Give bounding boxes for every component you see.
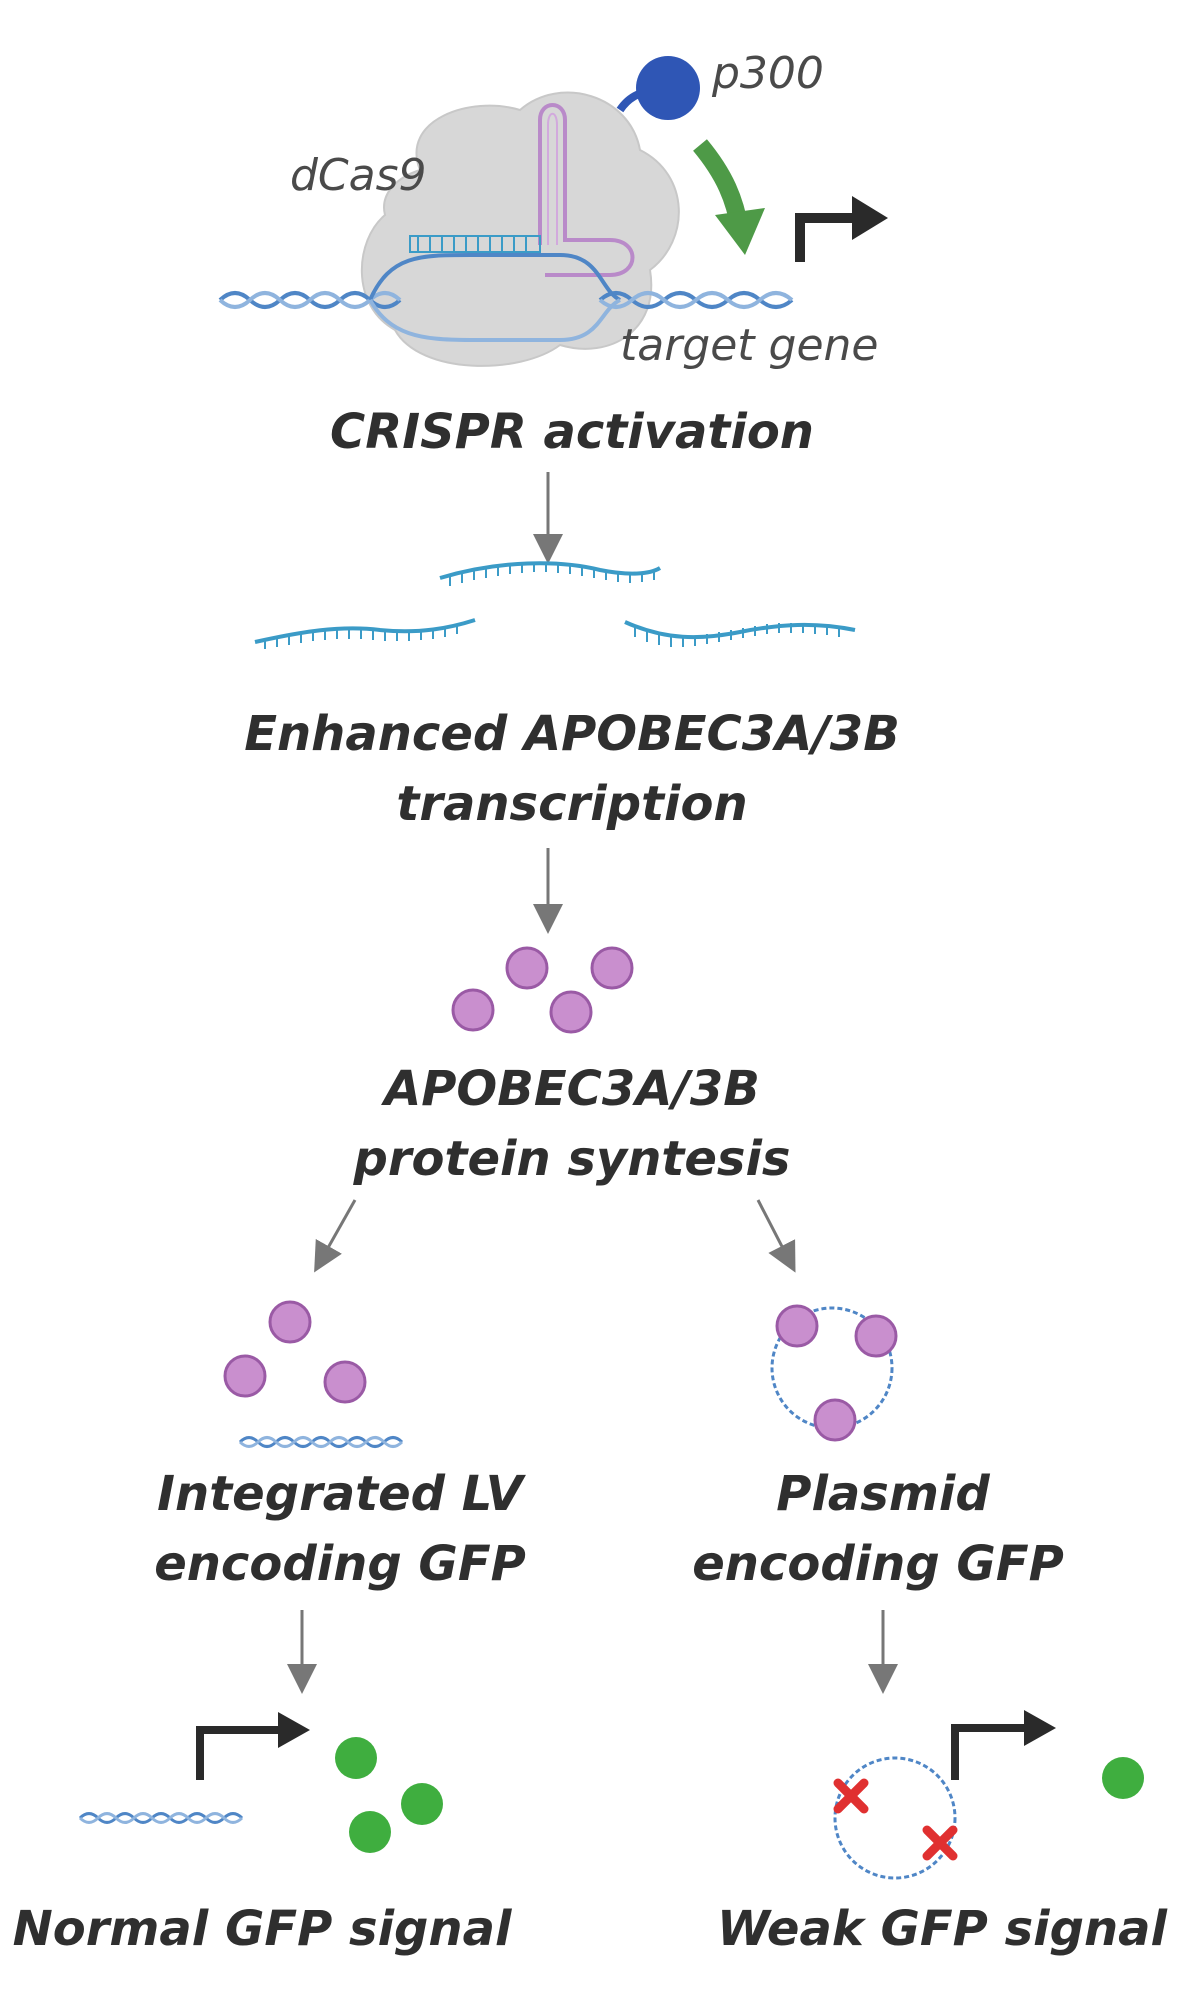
guide-rna-hairpin bbox=[538, 103, 635, 277]
mutation-mark-icon bbox=[833, 1778, 869, 1814]
promoter-arrow-right-icon bbox=[951, 1710, 1056, 1780]
target-gene-label: target gene bbox=[620, 320, 879, 371]
apobec-near-integrated-dna bbox=[223, 1300, 367, 1404]
flow-arrow-right-branch bbox=[756, 1199, 796, 1273]
gfp-proteins-normal bbox=[335, 1737, 443, 1853]
integrated-dna-strand bbox=[238, 1436, 404, 1448]
dcas9-protein-shape bbox=[360, 91, 680, 367]
apobec-proteins bbox=[451, 946, 634, 1034]
p300-icon bbox=[636, 56, 700, 120]
gfp-protein-weak bbox=[1102, 1757, 1144, 1799]
protein-label-line2: protein syntesis bbox=[353, 1131, 791, 1187]
mutation-mark-icon bbox=[922, 1825, 958, 1861]
mrna-transcripts bbox=[254, 561, 856, 649]
p300-label: p300 bbox=[711, 48, 824, 99]
lv-label-line1: Integrated LV bbox=[157, 1466, 527, 1522]
flow-arrow-left-branch bbox=[314, 1199, 357, 1273]
mutated-plasmid bbox=[833, 1756, 958, 1880]
target-dna-strand bbox=[218, 253, 794, 342]
crispr-activation-label: CRISPR activation bbox=[330, 404, 814, 460]
weak-signal-label: Weak GFP signal bbox=[717, 1901, 1167, 1957]
guide-rna-binding bbox=[409, 235, 541, 253]
plasmid-label-line1: Plasmid bbox=[776, 1466, 990, 1522]
transcription-label-line1: Enhanced APOBEC3A/3B bbox=[244, 706, 900, 762]
lv-label-line2: encoding GFP bbox=[154, 1536, 526, 1592]
promoter-arrow-icon bbox=[795, 196, 888, 262]
plasmid-with-apobec bbox=[770, 1304, 898, 1442]
lv-dna-strand-expressing bbox=[78, 1812, 244, 1824]
normal-signal-label: Normal GFP signal bbox=[13, 1901, 512, 1957]
dcas9-label: dCas9 bbox=[290, 150, 427, 201]
protein-label-line1: APOBEC3A/3B bbox=[380, 1061, 760, 1117]
plasmid-label-line2: encoding GFP bbox=[692, 1536, 1064, 1592]
transcription-label-line2: transcription bbox=[396, 776, 747, 832]
promoter-arrow-left-icon bbox=[196, 1712, 310, 1780]
crispr-complex bbox=[218, 56, 888, 367]
